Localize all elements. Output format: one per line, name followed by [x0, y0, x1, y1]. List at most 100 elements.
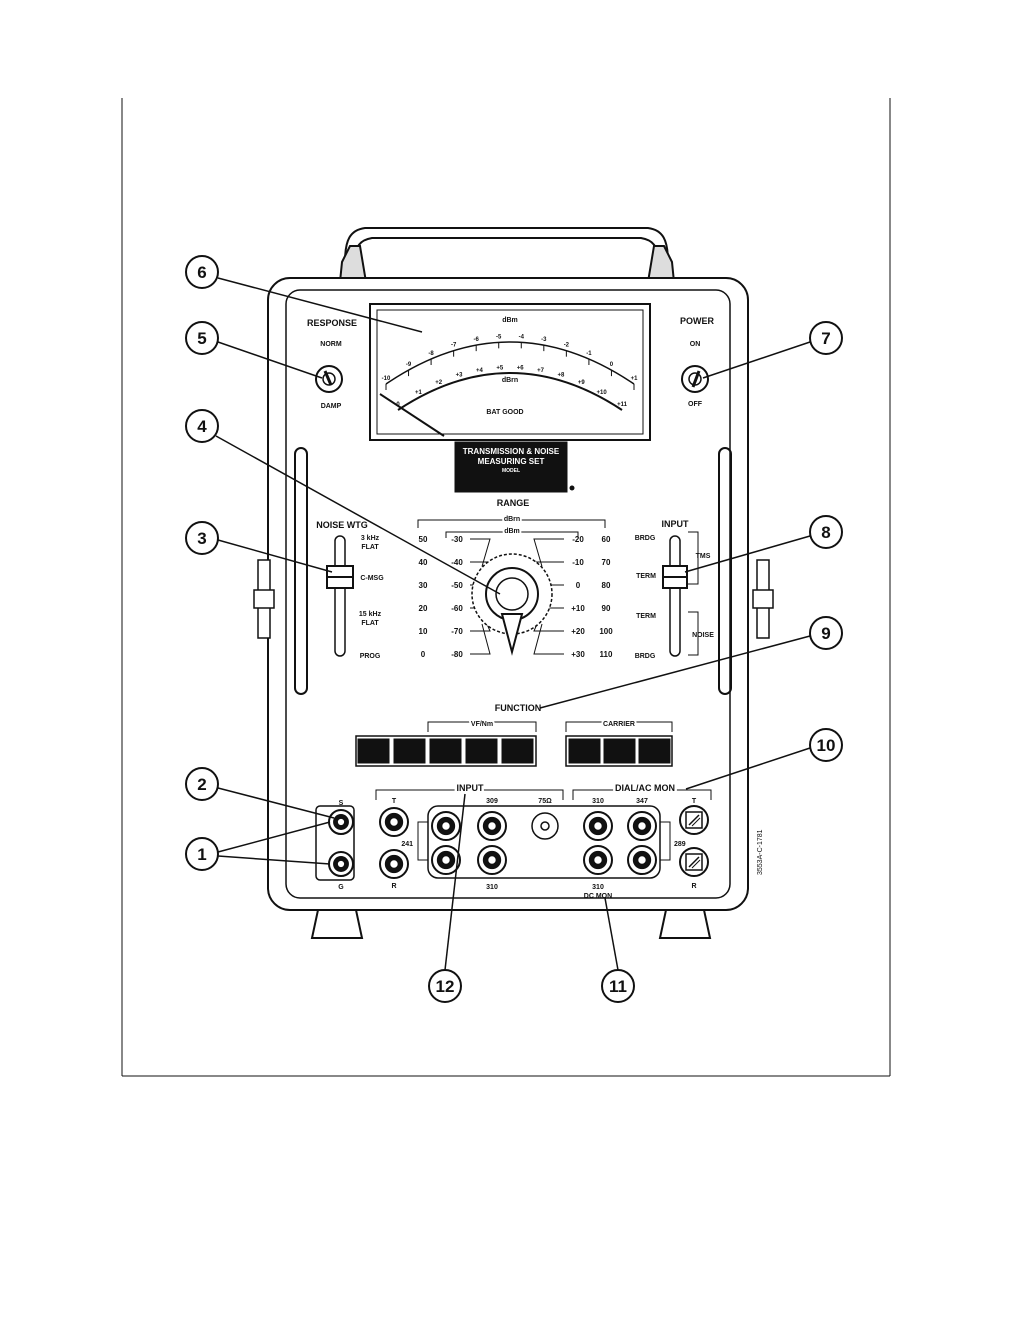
callout-leader — [702, 341, 811, 379]
meter-top-tick-label: -2 — [564, 343, 570, 349]
meter-bottom-tick-label: +8 — [557, 373, 565, 379]
meter-bottom-tick-label: +7 — [537, 368, 545, 374]
power-switch[interactable]: POWER ON OFF — [680, 316, 715, 408]
dial-ac-mon-label: DIAL/AC MON — [615, 783, 675, 793]
brdg-tms-label: BRDG — [635, 535, 656, 542]
callout-number-11: 11 — [609, 977, 627, 996]
callout-leader — [217, 539, 333, 573]
callout-number-8: 8 — [821, 523, 830, 542]
callout-leader — [217, 787, 335, 819]
meter-bottom-tick-label: +5 — [496, 365, 504, 371]
callout-number-9: 9 — [821, 624, 830, 643]
j241-label: 241 — [401, 841, 413, 848]
callout-circle — [185, 255, 219, 289]
side-slot-left — [294, 447, 308, 695]
callout-circle — [185, 409, 219, 443]
noise-wtg-label: NOISE WTG — [316, 520, 368, 530]
j310b-label: 310 — [486, 884, 498, 891]
flat3-label-a: 3 kHz — [361, 535, 380, 542]
callout-leader — [217, 821, 331, 853]
function-button[interactable] — [393, 738, 426, 764]
carry-handle — [338, 227, 676, 283]
meter-bottom-tick-label: +11 — [617, 402, 628, 408]
range-right-dbrn-label: 110 — [600, 650, 613, 659]
callout-circle — [809, 728, 843, 762]
range-left-dbm-label: -60 — [451, 604, 463, 613]
response-damp-label: DAMP — [321, 403, 342, 410]
meter-top-unit: dBm — [502, 317, 518, 324]
flat15-label-b: FLAT — [361, 620, 379, 627]
j309-label: 309 — [486, 798, 498, 805]
meter-bottom-tick-label: +10 — [597, 390, 608, 396]
range-left-dbm-label: -50 — [451, 581, 463, 590]
range-right-dbrn-label: 90 — [602, 604, 611, 613]
function-button[interactable] — [603, 738, 636, 764]
function-button[interactable] — [465, 738, 498, 764]
function-button[interactable] — [638, 738, 671, 764]
meter: -100-9+1-8+2-7+3-6+4-5+5-4+6-3+7-2+8-1+9… — [369, 303, 651, 441]
response-norm-label: NORM — [320, 341, 342, 348]
callout-circle — [809, 321, 843, 355]
callout-number-10: 10 — [817, 736, 836, 755]
function-section: FUNCTION VF/Nm CARRIER — [355, 703, 673, 767]
callout-circle — [185, 321, 219, 355]
function-label: FUNCTION — [495, 703, 542, 713]
range-dbrn-label: dBrn — [504, 516, 520, 523]
noise-wtg-track — [334, 535, 346, 657]
callout-circle — [809, 515, 843, 549]
latch-left — [253, 559, 275, 639]
callout-leader — [444, 793, 466, 971]
input-selector-track — [669, 535, 681, 657]
prog-label: PROG — [360, 653, 381, 660]
noise-label: NOISE — [692, 632, 714, 639]
range-leader-right — [533, 623, 564, 655]
callout-leader — [604, 897, 619, 971]
range-dbm-label: dBm — [504, 528, 520, 535]
range-left-dbrn-label: 50 — [419, 535, 428, 544]
range-left-dbrn-label: 20 — [419, 604, 428, 613]
callout-leader — [539, 635, 811, 709]
range-left-dbm-label: -30 — [451, 535, 463, 544]
function-button[interactable] — [501, 738, 534, 764]
callout-number-2: 2 — [197, 775, 206, 794]
input-selector-switch[interactable]: INPUT BRDG TERM TMS TERM NOISE BRDG — [635, 519, 715, 660]
range-left-dbm-label: -40 — [451, 558, 463, 567]
cmsg-label: C-MSG — [360, 575, 384, 582]
callout-circle — [428, 969, 462, 1003]
range-right-dbm-label: +30 — [571, 650, 585, 659]
part-number-label: 3553A-C-1781 — [757, 829, 764, 875]
range-right-dbm-label: -20 — [572, 535, 584, 544]
meter-top-tick-label: -7 — [451, 343, 457, 349]
meter-bottom-tick-label: 0 — [396, 402, 400, 408]
function-button[interactable] — [357, 738, 390, 764]
nameplate-dot — [569, 485, 575, 491]
callout-number-5: 5 — [197, 329, 206, 348]
range-right-dbm-label: -10 — [572, 558, 584, 567]
meter-bottom-tick-label: +1 — [415, 390, 423, 396]
function-button[interactable] — [568, 738, 601, 764]
range-left-dbm-label: -80 — [451, 650, 463, 659]
j289-label: 289 — [674, 841, 686, 848]
function-button[interactable] — [429, 738, 462, 764]
range-left-dbrn-label: 30 — [419, 581, 428, 590]
range-left-dbm-label: -70 — [451, 627, 463, 636]
j310c-label: 310 — [592, 884, 604, 891]
callout-circle — [601, 969, 635, 1003]
range-label: RANGE — [497, 498, 530, 508]
callout-number-6: 6 — [197, 263, 206, 282]
meter-bottom-tick-label: +3 — [456, 373, 464, 379]
noise-weighting-switch[interactable]: NOISE WTG 3 kHz FLAT C-MSG 15 kHz FLAT P… — [316, 520, 384, 660]
meter-top-tick-label: -4 — [519, 334, 525, 340]
tms-label: TMS — [696, 553, 711, 560]
term-noise-label: TERM — [636, 613, 656, 620]
meter-top-tick-label: +1 — [631, 376, 639, 382]
meter-top-tick-label: -6 — [474, 337, 480, 343]
range-pointer — [500, 613, 524, 656]
meter-needle — [379, 393, 445, 437]
carrier-label: CARRIER — [603, 721, 635, 728]
input-selector-label: INPUT — [662, 519, 690, 529]
response-switch[interactable]: RESPONSE NORM DAMP — [307, 318, 357, 410]
